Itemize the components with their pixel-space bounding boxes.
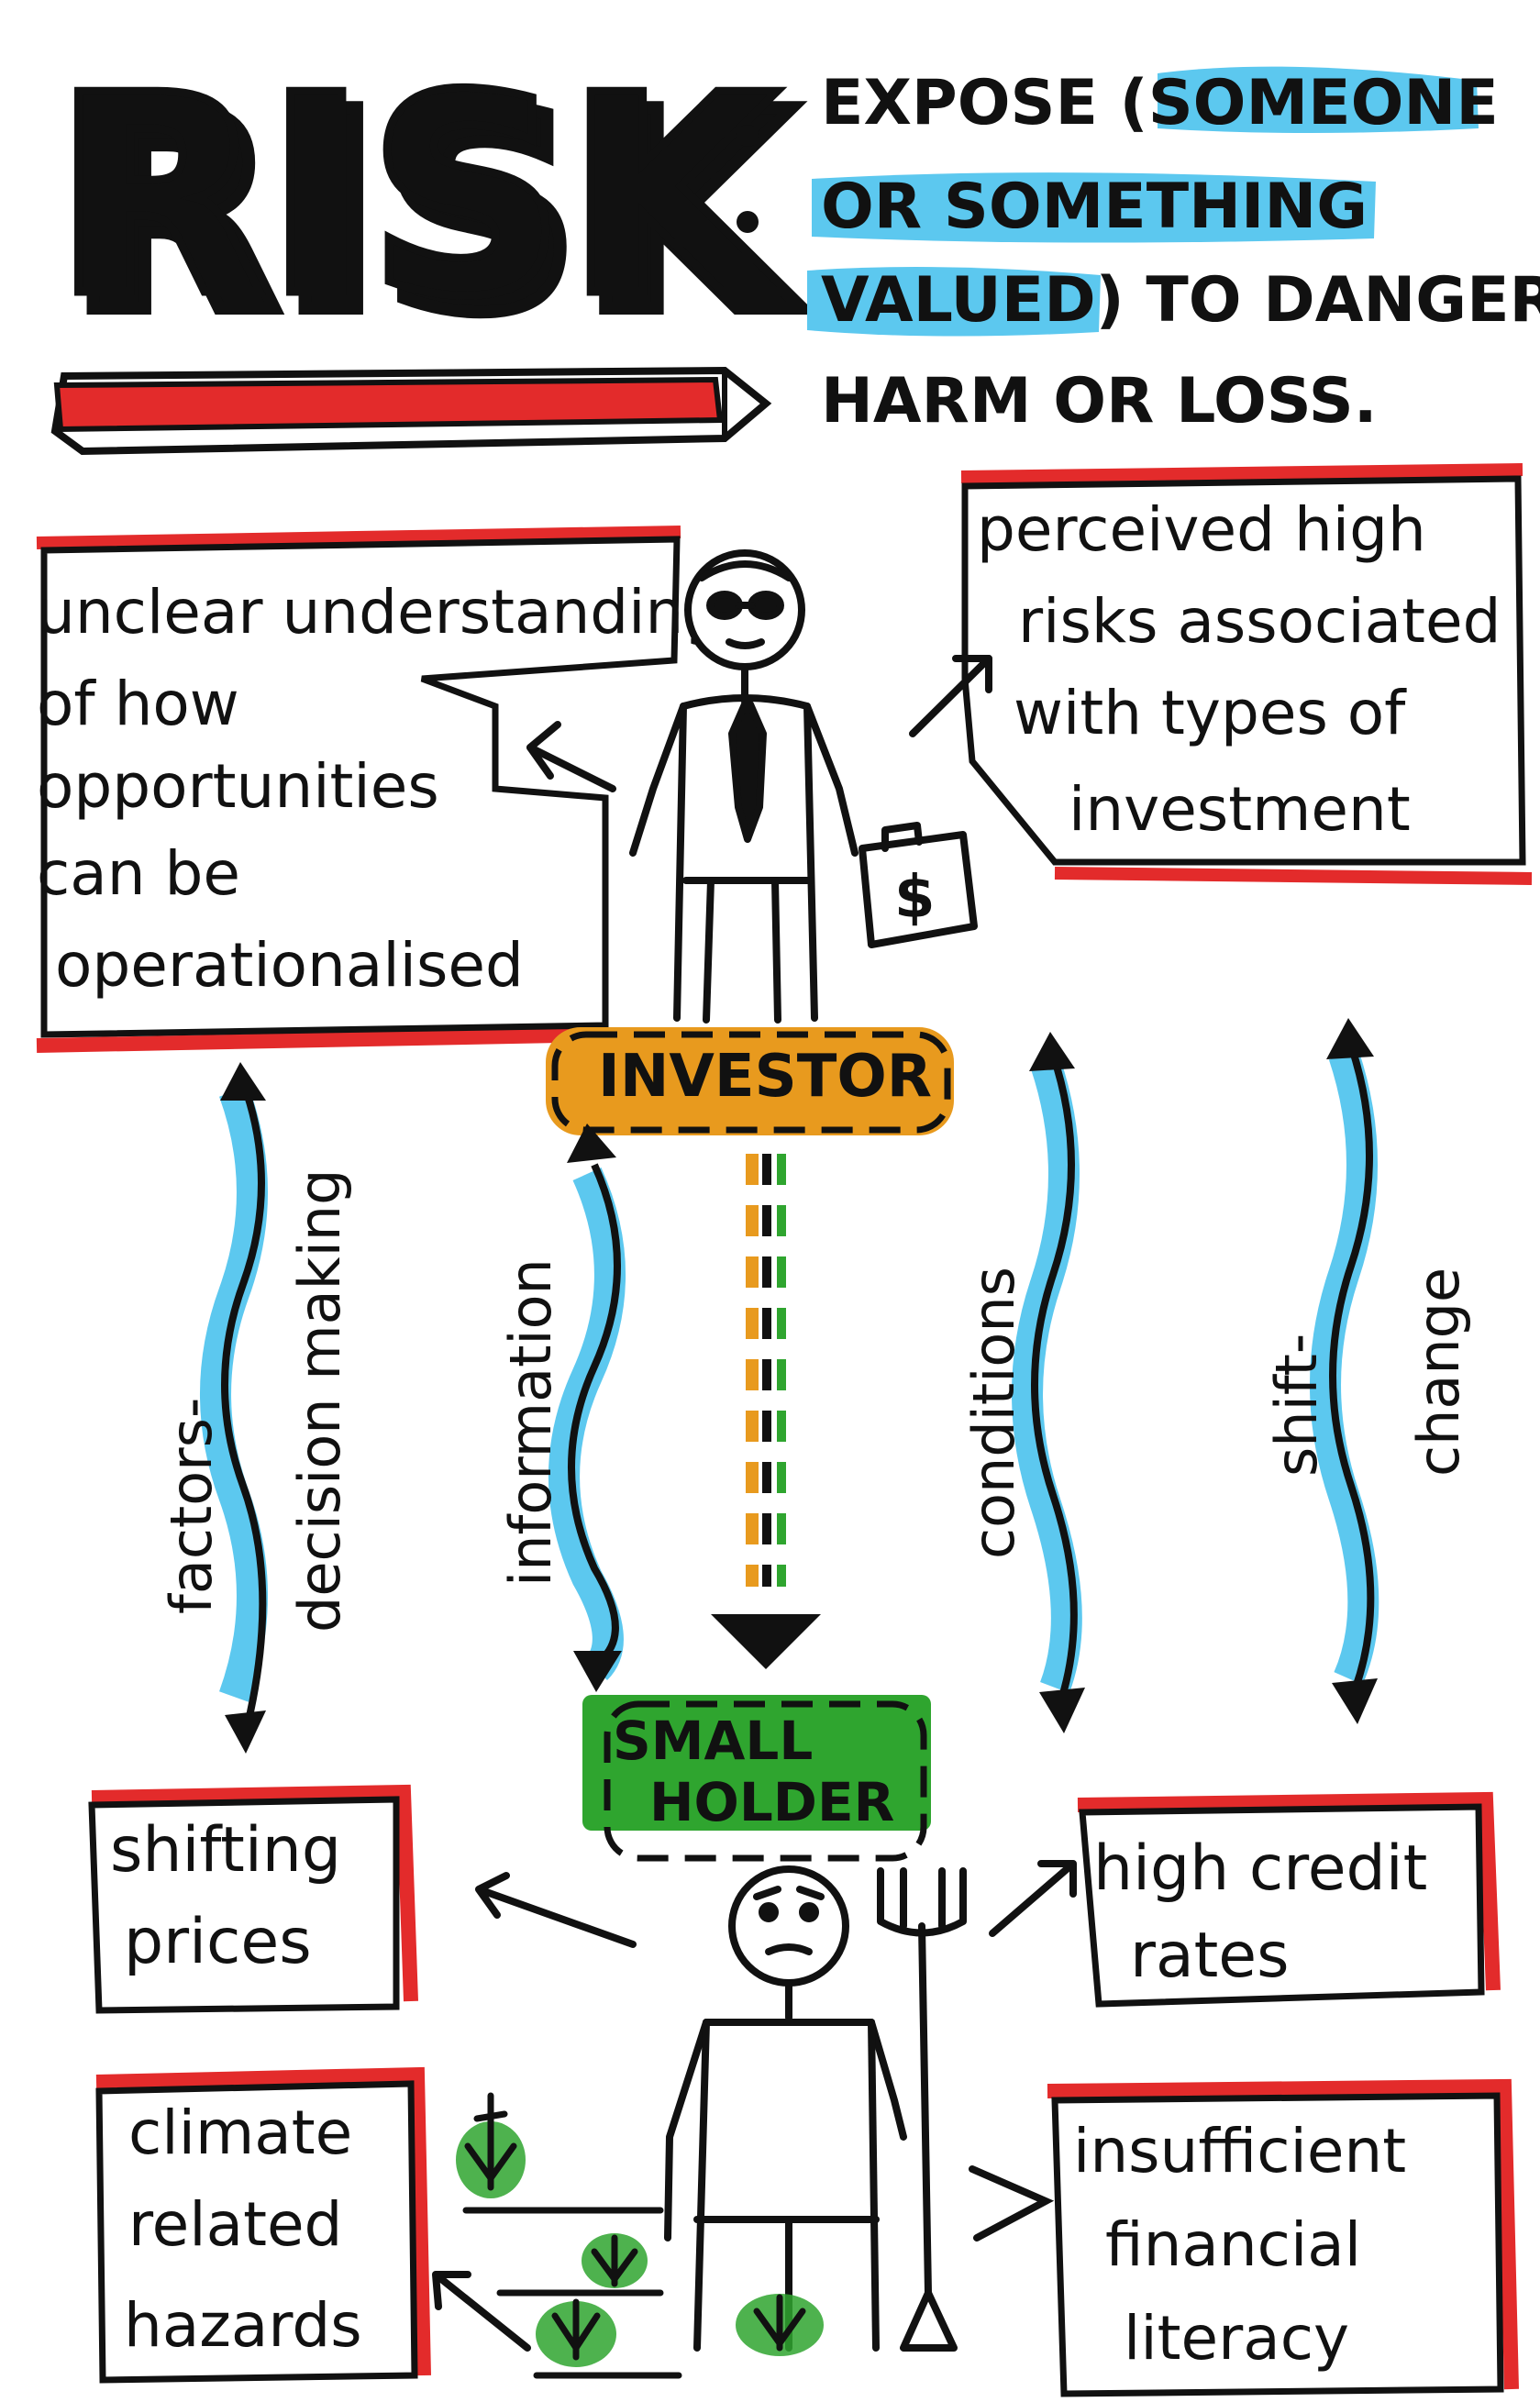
dollar-icon: $ [894,864,936,932]
highlight-something [812,172,1376,243]
note-climate-line-1: climate [128,2098,352,2168]
note-unclear-understanding: unclear understanding of how opportuniti… [36,526,722,1053]
definition-line-1: EXPOSE (SOMEONE [821,67,1499,139]
bullet-dot [737,211,759,233]
investor-to-smallholder-connector [711,1154,821,1669]
smallholder-pointer-arrows [432,1860,1077,2352]
risk-title-shadow: RISK [68,53,803,373]
note-insufficient-financial-literacy: insufficient financial literacy [1047,2078,1519,2397]
definition-line-4: HARM OR LOSS. [821,365,1378,437]
factors-label-line-1: factors- [158,1398,225,1614]
wavy-arrow-information [548,1124,626,1692]
shift-label-line-1: shift- [1263,1334,1330,1477]
risk-title: RISK RISK [50,33,811,381]
bullet-dot [737,125,759,147]
smallholder-label: SMALL HOLDER [582,1695,931,1862]
note-perceived-high-risks: perceived high risks associated with typ… [960,463,1533,885]
investor-pointer-arrows [526,655,992,792]
note-left-line-4: can be [37,838,240,909]
note-high-credit-rates: high credit rates [1077,1791,1501,2008]
investor-label: INVESTOR [546,1027,954,1135]
wavy-arrow-factors [200,1062,268,1754]
note-right-line-3: with types of [1014,678,1407,748]
definition-line-2: OR SOMETHING [821,171,1368,243]
information-label: information [497,1258,564,1587]
wavy-arrow-conditions [1012,1032,1085,1733]
note-right-line-1: perceived high [977,494,1426,565]
note-climate-line-2: related [128,2189,342,2260]
plant-sprouts-icon [456,2092,824,2379]
highlight-valued [807,267,1101,337]
smallholder-label-line-1: SMALL [613,1710,813,1772]
note-prices-line-2: prices [124,1906,312,1978]
note-right-line-2: risks associated [1018,586,1501,657]
note-literacy-line-3: literacy [1124,2303,1349,2374]
shift-label-line-2: change [1405,1267,1472,1477]
factors-label-line-2: decision making [286,1169,353,1633]
conditions-label: conditions [960,1267,1027,1559]
highlight-someone [1158,66,1479,133]
note-left-line-1: unclear understanding [37,577,722,648]
title-underline-bar [50,366,772,456]
definition: EXPOSE (SOMEONE OR SOMETHING VALUED) TO … [821,67,1540,437]
note-prices-line-1: shifting [110,1814,341,1887]
investor-label-text: INVESTOR [598,1043,932,1111]
note-left-line-2: of how [37,669,239,739]
risk-title-text: RISK [53,37,789,357]
definition-line-3: VALUED) TO DANGER, [821,264,1540,337]
note-credit-line-2: rates [1130,1920,1290,1992]
smallholder-figure [664,1865,967,2352]
note-credit-line-1: high credit [1093,1832,1427,1905]
note-right-line-4: investment [1069,774,1411,845]
wavy-arrow-shift [1310,1018,1379,1724]
note-left-line-5: operationalised [55,930,524,1001]
smallholder-label-line-2: HOLDER [649,1771,894,1833]
note-climate-line-3: hazards [124,2290,362,2361]
note-climate-related-hazards: climate related hazards [95,2066,431,2384]
note-left-line-3: opportunities [37,751,439,822]
investor-figure [629,549,978,1024]
note-shifting-prices: shifting prices [88,1784,418,2014]
note-literacy-line-2: financial [1105,2209,1361,2280]
note-literacy-line-1: insufficient [1073,2116,1406,2186]
